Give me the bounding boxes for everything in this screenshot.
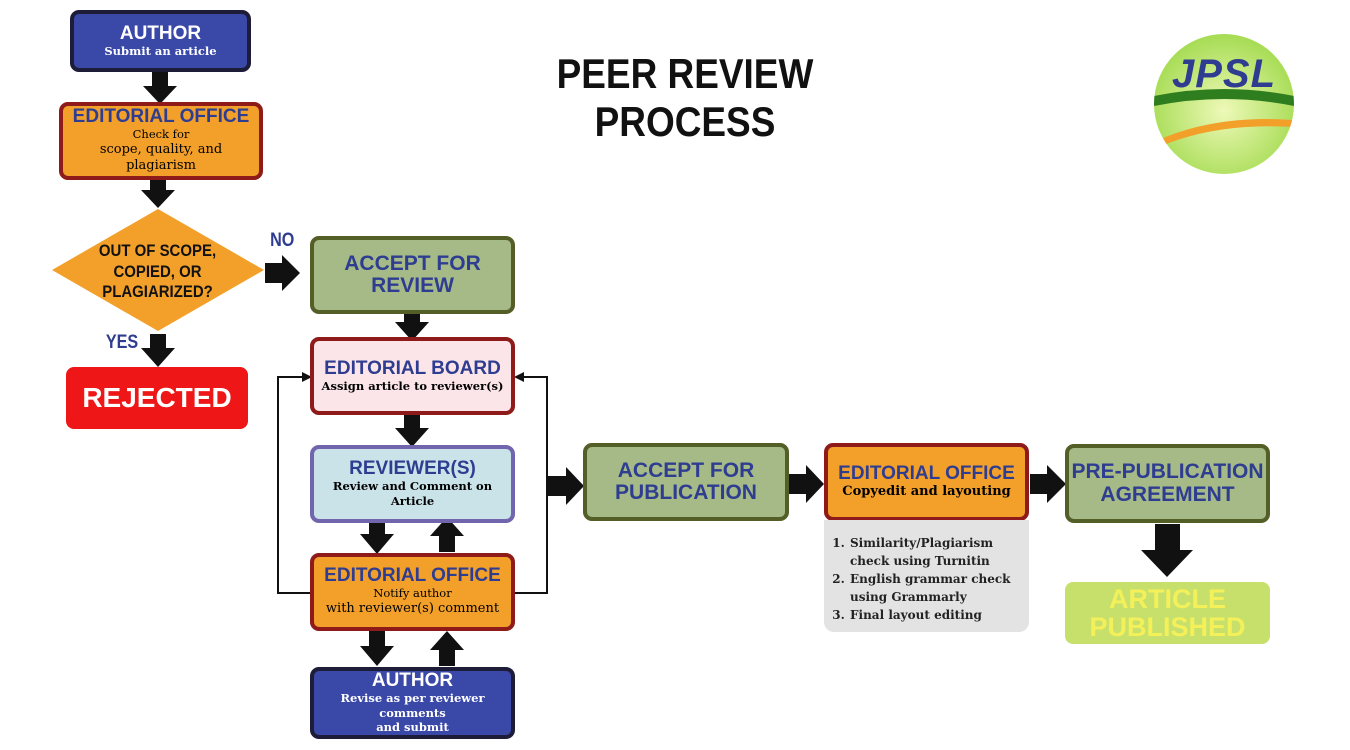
arrow-up-icon <box>430 517 464 552</box>
editorial-check-box: EDITORIAL OFFICE Check for scope, qualit… <box>59 102 263 180</box>
arrow-down-icon <box>141 176 175 208</box>
arrow-right-icon <box>789 465 824 503</box>
arrow-right-icon <box>548 467 584 505</box>
editorial-notify-box: EDITORIAL OFFICE Notify author with revi… <box>310 553 515 631</box>
node-subtitle: Review and Comment on Article <box>332 479 493 508</box>
arrow-right-icon <box>1030 465 1066 503</box>
loop-left-line <box>277 376 312 594</box>
node-line: AGREEMENT <box>1100 482 1235 506</box>
decision-line: OUT OF SCOPE, <box>98 241 217 260</box>
node-title: EDITORIAL OFFICE <box>72 105 250 127</box>
node-line: Notify author <box>373 586 452 601</box>
node-line: with reviewer(s) comment <box>325 600 500 616</box>
published-box: ARTICLE PUBLISHED <box>1065 582 1270 644</box>
decision-line: COPIED, OR <box>113 261 202 281</box>
node-title: EDITORIAL OFFICE <box>324 565 501 587</box>
arrowhead-icon <box>514 372 524 382</box>
arrow-up-icon <box>430 631 464 666</box>
arrow-right-icon <box>265 255 300 291</box>
author-submit-box: AUTHOR Submit an article <box>70 10 251 72</box>
logo-text: JPSL <box>1171 52 1277 96</box>
accept-publication-box: ACCEPT FOR PUBLICATION <box>583 443 789 521</box>
node-title: EDITORIAL BOARD <box>324 357 501 379</box>
node-title: AUTHOR <box>371 669 454 691</box>
arrow-down-icon <box>395 414 429 447</box>
node-title: ACCEPT FOR REVIEW <box>344 251 481 297</box>
node-subtitle: Submit an article <box>104 43 217 58</box>
node-line: Check for <box>132 126 190 141</box>
node-line: PRE-PUBLICATION <box>1071 460 1264 484</box>
node-title: AUTHOR <box>119 22 202 44</box>
decision-diamond <box>52 209 264 331</box>
arrow-down-icon <box>360 630 394 666</box>
rejected-box: REJECTED <box>66 367 248 429</box>
checklist-list: Similarity/Plagiarism check using Turnit… <box>832 534 1021 624</box>
editorial-copyedit-box: EDITORIAL OFFICE Copyedit and layouting <box>824 443 1029 521</box>
label-no: NO <box>270 230 295 251</box>
accept-review-box: ACCEPT FOR REVIEW <box>310 236 515 314</box>
node-subtitle: Copyedit and layouting <box>842 483 1011 499</box>
pre-publication-box: PRE-PUBLICATION AGREEMENT <box>1065 444 1270 523</box>
checklist-item: Final layout editing <box>849 606 1021 624</box>
loop-right-line <box>514 376 548 594</box>
logo-graphic <box>1154 34 1294 174</box>
author-revise-box: AUTHOR Revise as per reviewer comments a… <box>310 667 515 739</box>
node-title: REJECTED <box>82 382 232 414</box>
copyedit-checklist: Similarity/Plagiarism check using Turnit… <box>824 520 1029 632</box>
checklist-item: English grammar check using Grammarly <box>849 570 1021 606</box>
arrow-down-icon <box>141 334 175 367</box>
node-title: ARTICLE PUBLISHED <box>1089 583 1246 642</box>
checklist-item: Similarity/Plagiarism check using Turnit… <box>849 534 1021 570</box>
decision-line: PLAGIARIZED? <box>102 282 213 302</box>
node-subtitle: Assign article to reviewer(s) <box>321 378 504 393</box>
node-line: Revise as per reviewer comments <box>340 690 485 720</box>
jpsl-logo: JPSL <box>1154 34 1294 174</box>
node-title: REVIEWER(S) <box>349 458 476 480</box>
arrow-down-icon <box>395 310 429 341</box>
node-line: PUBLICATION <box>615 481 757 504</box>
decision-text: OUT OF SCOPE, COPIED, OR PLAGIARIZED? <box>89 241 225 303</box>
node-line: ACCEPT FOR <box>617 458 755 482</box>
arrowhead-icon <box>302 372 312 382</box>
node-title: EDITORIAL OFFICE <box>838 462 1015 484</box>
arrow-down-icon <box>360 520 394 554</box>
label-yes: YES <box>105 332 139 353</box>
reviewers-box: REVIEWER(S) Review and Comment on Articl… <box>310 445 515 523</box>
editorial-board-box: EDITORIAL BOARD Assign article to review… <box>310 337 515 415</box>
node-line: and submit <box>376 720 449 735</box>
page-title: PEER REVIEW PROCESS <box>556 50 814 145</box>
arrow-down-icon <box>143 72 177 104</box>
arrow-down-icon <box>1141 524 1193 577</box>
node-line: scope, quality, and plagiarism <box>99 141 223 174</box>
